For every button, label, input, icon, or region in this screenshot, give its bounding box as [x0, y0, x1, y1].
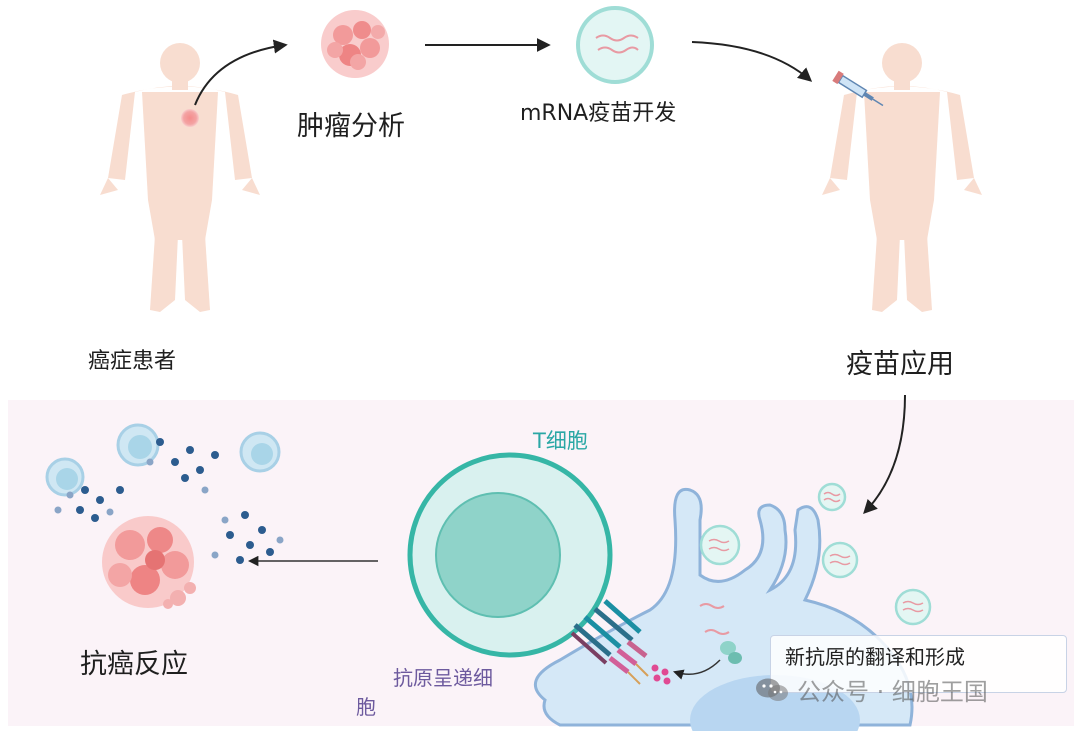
patient-figure [100, 43, 260, 312]
t-cell [407, 452, 613, 658]
patient-tumor [181, 109, 199, 127]
tumor-cluster-icon [321, 10, 389, 78]
arrow-antigen-formation [672, 659, 721, 680]
antigen-formation-box: 新抗原的翻译和形成 [770, 635, 1067, 693]
tcr-mhc-complex-icon [570, 599, 649, 685]
anti-tumor-response-illustration [45, 423, 284, 609]
mrna-vesicles-near-apc [699, 482, 932, 635]
mrna-vaccine-label: mRNA疫苗开发 [520, 101, 677, 126]
antitumor-label: 抗癌反应 [80, 649, 188, 680]
mrna-vesicle-icon [576, 6, 654, 84]
ribosome-icon [720, 641, 742, 664]
tumor-analysis-label: 肿瘤分析 [297, 111, 405, 142]
vaccinated-figure [822, 43, 982, 312]
arrow-to-vaccination [691, 41, 813, 82]
dying-tumor-cluster [102, 516, 196, 609]
patient-label: 癌症患者 [88, 349, 177, 374]
wechat-icon [756, 678, 788, 701]
watermark-text: 公众号 · 细胞王国 [797, 678, 988, 706]
watermark: 公众号 · 细胞王国 [755, 672, 988, 707]
cytokine-dots [76, 438, 274, 564]
immune-cell-icons [45, 423, 281, 497]
antigen-box-label: 新抗原的翻译和形成 [785, 645, 965, 669]
syringe-icon [832, 70, 884, 107]
arrow-to-tumor [194, 39, 288, 106]
vaccine-application-label: 疫苗应用 [846, 349, 954, 380]
apc-label-line1: 抗原呈递细 [393, 666, 493, 690]
t-cell-label: T细胞 [533, 429, 588, 453]
arrow-vaccine-to-apc [863, 394, 906, 515]
apc-label-line2: 胞 [356, 695, 376, 719]
neoantigen-dots [651, 664, 671, 685]
